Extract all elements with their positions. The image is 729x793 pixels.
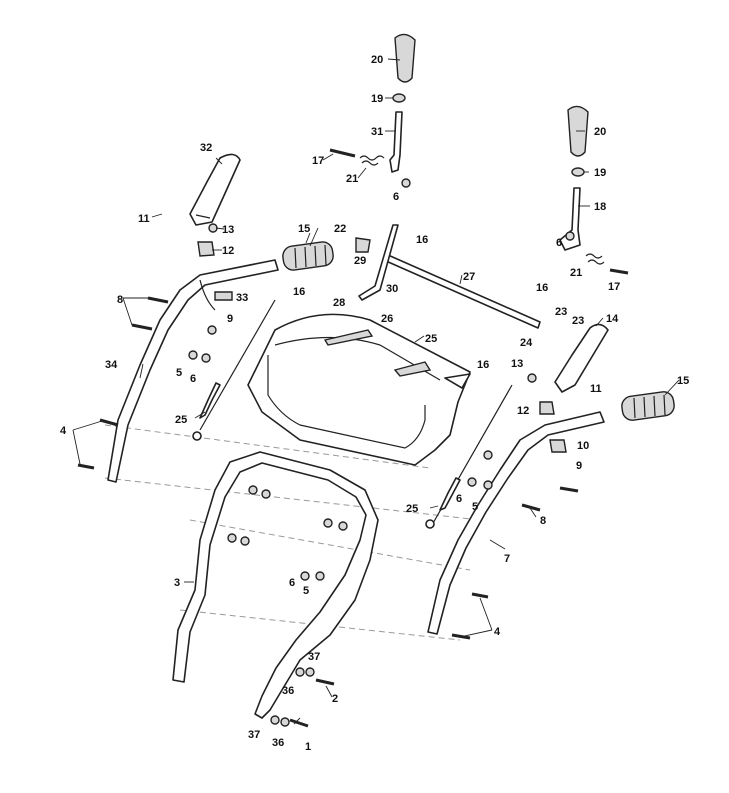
callout-14: 14 [606, 313, 619, 325]
callout-37-top: 37 [308, 651, 320, 663]
top-shift-lever [389, 111, 403, 173]
leader-lines [72, 58, 680, 725]
callout-12-left: 12 [222, 245, 234, 257]
control-console [247, 313, 471, 466]
callout-4-left: 4 [60, 425, 67, 437]
callout-5-left: 5 [176, 367, 182, 379]
callout-19-top: 19 [371, 93, 383, 105]
callout-12-right: 12 [517, 405, 529, 417]
top-washer [392, 93, 406, 103]
callout-37-bottom: 37 [248, 729, 260, 741]
bracket-34 [214, 291, 233, 301]
callout-36-top: 36 [282, 685, 294, 697]
callout-7: 7 [504, 553, 510, 565]
callout-16-top: 16 [416, 234, 428, 246]
callout-32: 31 [371, 126, 383, 138]
callout-19-right: 19 [594, 167, 606, 179]
callout-6-left: 6 [190, 373, 196, 385]
callout-labels: 20 19 31 17 21 6 20 19 18 6 21 17 32 11 … [60, 54, 689, 753]
callout-34: 33 [236, 292, 248, 304]
right-spring [585, 253, 605, 265]
callout-23-top: 22 [334, 223, 346, 235]
top-spring [359, 155, 385, 166]
left-hand-grip [282, 241, 334, 271]
callout-21-top: 21 [346, 173, 358, 185]
right-washer [571, 167, 585, 177]
left-lever [189, 153, 241, 226]
shift-rod [385, 254, 541, 329]
callout-22: 23 [555, 306, 567, 318]
callout-25-left: 25 [175, 414, 187, 426]
callout-11-right: 11 [590, 383, 602, 395]
callout-29: 28 [333, 297, 345, 309]
callout-5-right: 5 [472, 501, 478, 513]
callout-13-left: 13 [222, 224, 234, 236]
callout-16-left: 16 [293, 286, 305, 298]
callout-3: 3 [174, 577, 180, 589]
callout-8-right: 8 [540, 515, 546, 527]
callout-11-left: 11 [138, 213, 150, 225]
callout-24: 24 [520, 337, 533, 349]
right-hand-grip [621, 391, 675, 421]
right-cable [425, 384, 513, 529]
left-cable [192, 299, 276, 441]
callout-31: 30 [386, 283, 398, 295]
callout-1: 1 [305, 741, 311, 753]
callout-35: 34 [105, 359, 118, 371]
top-bolt [329, 148, 356, 158]
callout-18: 18 [594, 201, 606, 213]
bracket-10 [549, 439, 567, 453]
callout-8-left: 8 [117, 294, 123, 306]
callout-13-right: 13 [511, 358, 523, 370]
callout-6-right-lower: 6 [456, 493, 462, 505]
callout-15-left: 15 [298, 223, 310, 235]
callout-20-top: 20 [371, 54, 383, 66]
callout-6-top: 6 [393, 191, 399, 203]
callout-10: 10 [577, 440, 589, 452]
callout-9-left: 9 [227, 313, 233, 325]
right-upper-handle [427, 411, 605, 635]
callout-28: 26 [381, 313, 393, 325]
callout-20-right: 20 [594, 126, 606, 138]
bolts [77, 296, 579, 728]
cable-rod [358, 224, 399, 301]
callout-21-right: 21 [570, 267, 582, 279]
rod-guide [355, 237, 371, 253]
callout-5-bottom: 5 [303, 585, 309, 597]
callout-9-right: 9 [576, 460, 582, 472]
callout-17-right: 17 [608, 281, 620, 293]
callout-33: 32 [200, 142, 212, 154]
callout-23-right: 23 [572, 315, 584, 327]
callout-6-right: 6 [556, 237, 562, 249]
nuts-washers [188, 178, 575, 727]
left-upper-handle [107, 259, 279, 483]
right-lever [554, 323, 609, 393]
callout-16-right: 16 [536, 282, 548, 294]
callout-36-bottom: 36 [272, 737, 284, 749]
callout-2: 2 [332, 693, 338, 705]
callout-16-mid: 16 [477, 359, 489, 371]
callout-30: 29 [354, 255, 366, 267]
callout-15-right: 15 [677, 375, 689, 387]
callout-27: 27 [463, 271, 475, 283]
lower-handle-frame [172, 451, 379, 719]
callout-26: 25 [425, 333, 437, 345]
callout-25-right: 25 [406, 503, 418, 515]
right-bolt [609, 268, 629, 275]
left-bracket [197, 241, 215, 257]
top-knob [394, 33, 416, 83]
callout-17-top: 17 [312, 155, 324, 167]
right-bracket [539, 401, 555, 415]
callout-4-right: 4 [494, 626, 501, 638]
callout-6-bottom: 6 [289, 577, 295, 589]
